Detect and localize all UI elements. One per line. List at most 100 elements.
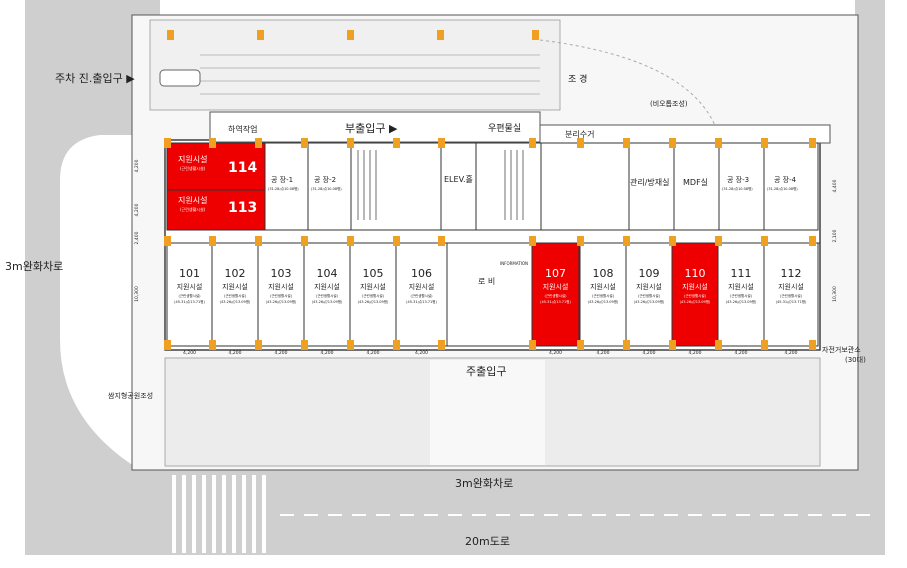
road-bottom bbox=[25, 470, 885, 555]
restrooms bbox=[540, 142, 630, 231]
unit-103-sub: (근린생활시설) bbox=[270, 293, 293, 298]
information-label: INFORMATION bbox=[500, 261, 528, 266]
unit-102-number: 102 bbox=[225, 267, 246, 280]
unit-102-box bbox=[211, 242, 259, 347]
column-parking-2 bbox=[347, 30, 354, 40]
unit-103-number: 103 bbox=[271, 267, 292, 280]
unit-107-label: 지원시설 bbox=[543, 282, 569, 291]
column-top-12 bbox=[761, 138, 768, 148]
unit-104-sub: (근린생활시설) bbox=[316, 293, 339, 298]
column-mid-9 bbox=[623, 236, 630, 246]
entrance-plaza bbox=[430, 360, 545, 465]
column-mid-3 bbox=[301, 236, 308, 246]
unit-109-label: 지원시설 bbox=[636, 282, 662, 291]
unit-109-number: 109 bbox=[639, 267, 660, 280]
column-mid-10 bbox=[669, 236, 676, 246]
top-room-4-name: MDF실 bbox=[683, 177, 708, 187]
unit-111-number: 111 bbox=[731, 267, 752, 280]
unit-103-area: (43.26㎡/13.09평) bbox=[266, 299, 297, 304]
unit-106-box bbox=[395, 242, 448, 347]
road-left bbox=[25, 0, 170, 555]
column-mid-5 bbox=[393, 236, 400, 246]
units-layer: 101 지원시설 (근린생활시설) (45.31㎡/13.71평) 102 지원시설 (근린… bbox=[166, 242, 819, 347]
dim-right-1: 2,100 bbox=[832, 229, 838, 242]
column-mid-6 bbox=[438, 236, 445, 246]
loading-area bbox=[209, 111, 541, 143]
unit-111-sub: (근린생활시설) bbox=[730, 293, 753, 298]
road-bottom-label: 3m완화차로 bbox=[455, 477, 513, 490]
dim-bottom-2: 4,200 bbox=[275, 350, 288, 356]
unit-101-label: 지원시설 bbox=[177, 282, 203, 291]
dim-bottom-1: 4,200 bbox=[229, 350, 242, 356]
unit-102-label: 지원시설 bbox=[222, 282, 248, 291]
top-room-2-name: 공 장-2 bbox=[314, 175, 336, 184]
room-factory-3 bbox=[718, 142, 765, 231]
elev-hall bbox=[440, 142, 477, 231]
unit-103: 103 지원시설 (근린생활시설)(43.26㎡/13.09평) bbox=[257, 242, 305, 347]
unit-110-box bbox=[671, 242, 719, 347]
unit-106-label: 지원시설 bbox=[409, 282, 435, 291]
unit-101-area: (45.31㎡/13.71평) bbox=[174, 299, 205, 304]
dim-bottom-5: 4,200 bbox=[415, 350, 428, 356]
column-bot-11 bbox=[715, 340, 722, 350]
bike-count-label: (30대) bbox=[845, 356, 866, 364]
column-mid-13 bbox=[809, 236, 816, 246]
unit-104-number: 104 bbox=[317, 267, 338, 280]
unit-107-number: 107 bbox=[545, 267, 566, 280]
dim-left-1: 4,200 bbox=[134, 203, 140, 216]
column-bot-4 bbox=[347, 340, 354, 350]
column-top-5 bbox=[393, 138, 400, 148]
unit-109-sub: (근린생활시설) bbox=[638, 293, 661, 298]
core-stairs-2 bbox=[475, 142, 542, 231]
top-room-3-name: 관리/방재실 bbox=[630, 177, 670, 187]
column-bot-5 bbox=[393, 340, 400, 350]
unit-104-area: (43.26㎡/13.09평) bbox=[312, 299, 343, 304]
lobby bbox=[446, 242, 533, 347]
top-room-5-name: 공 장-3 bbox=[727, 175, 749, 184]
room-114-label: 지원시설 bbox=[178, 154, 207, 164]
parking-stripes bbox=[200, 54, 540, 95]
unit-108-box bbox=[579, 242, 627, 347]
unit-109: 109 지원시설 (근린생활시설)(43.26㎡/13.09평) bbox=[625, 242, 673, 347]
crosswalk bbox=[172, 475, 266, 553]
top-room-5-area: (31.28㎡/10.08평) bbox=[722, 186, 753, 191]
dim-bottom-10: 4,200 bbox=[735, 350, 748, 356]
room-113-num: 113 bbox=[228, 200, 257, 216]
unit-112-box bbox=[763, 242, 819, 347]
unit-109-area: (43.26㎡/13.09평) bbox=[634, 299, 665, 304]
park-label: 쌈지형공원조성 bbox=[108, 391, 153, 400]
column-top-2 bbox=[255, 138, 262, 148]
column-top-3 bbox=[301, 138, 308, 148]
column-bot-10 bbox=[669, 340, 676, 350]
unit-101-number: 101 bbox=[179, 267, 200, 280]
dim-left-2: 2,400 bbox=[134, 231, 140, 244]
unit-101-box bbox=[166, 242, 213, 347]
column-top-13 bbox=[809, 138, 816, 148]
unit-105-box bbox=[349, 242, 397, 347]
dim-right-2: 10,300 bbox=[832, 286, 838, 302]
non-buildable-label: (비오톱조성) bbox=[650, 99, 688, 108]
top-room-1-name: 공 장-1 bbox=[271, 175, 293, 184]
top-room-6-name: 공 장-4 bbox=[774, 175, 797, 184]
bike-parking-label: 자전거보관소 bbox=[822, 345, 861, 354]
unit-103-label: 지원시설 bbox=[268, 282, 294, 291]
unit-104-box bbox=[303, 242, 351, 347]
room-factory-1 bbox=[264, 142, 309, 231]
unit-102-sub: (근린생활시설) bbox=[224, 293, 247, 298]
unit-110-area: (43.26㎡/13.09평) bbox=[680, 299, 711, 304]
column-bot-2 bbox=[255, 340, 262, 350]
room-113-label: 지원시설 bbox=[178, 195, 207, 205]
unit-111-label: 지원시설 bbox=[728, 282, 754, 291]
sub-entrance-label: 부출입구 ▶ bbox=[345, 122, 398, 135]
columns-layer bbox=[164, 30, 816, 350]
column-top-9 bbox=[623, 138, 630, 148]
column-parking-0 bbox=[167, 30, 174, 40]
unit-111-box bbox=[717, 242, 765, 347]
unit-112-label: 지원시설 bbox=[778, 282, 804, 291]
column-bot-6 bbox=[438, 340, 445, 350]
unit-105-label: 지원시설 bbox=[360, 282, 386, 291]
